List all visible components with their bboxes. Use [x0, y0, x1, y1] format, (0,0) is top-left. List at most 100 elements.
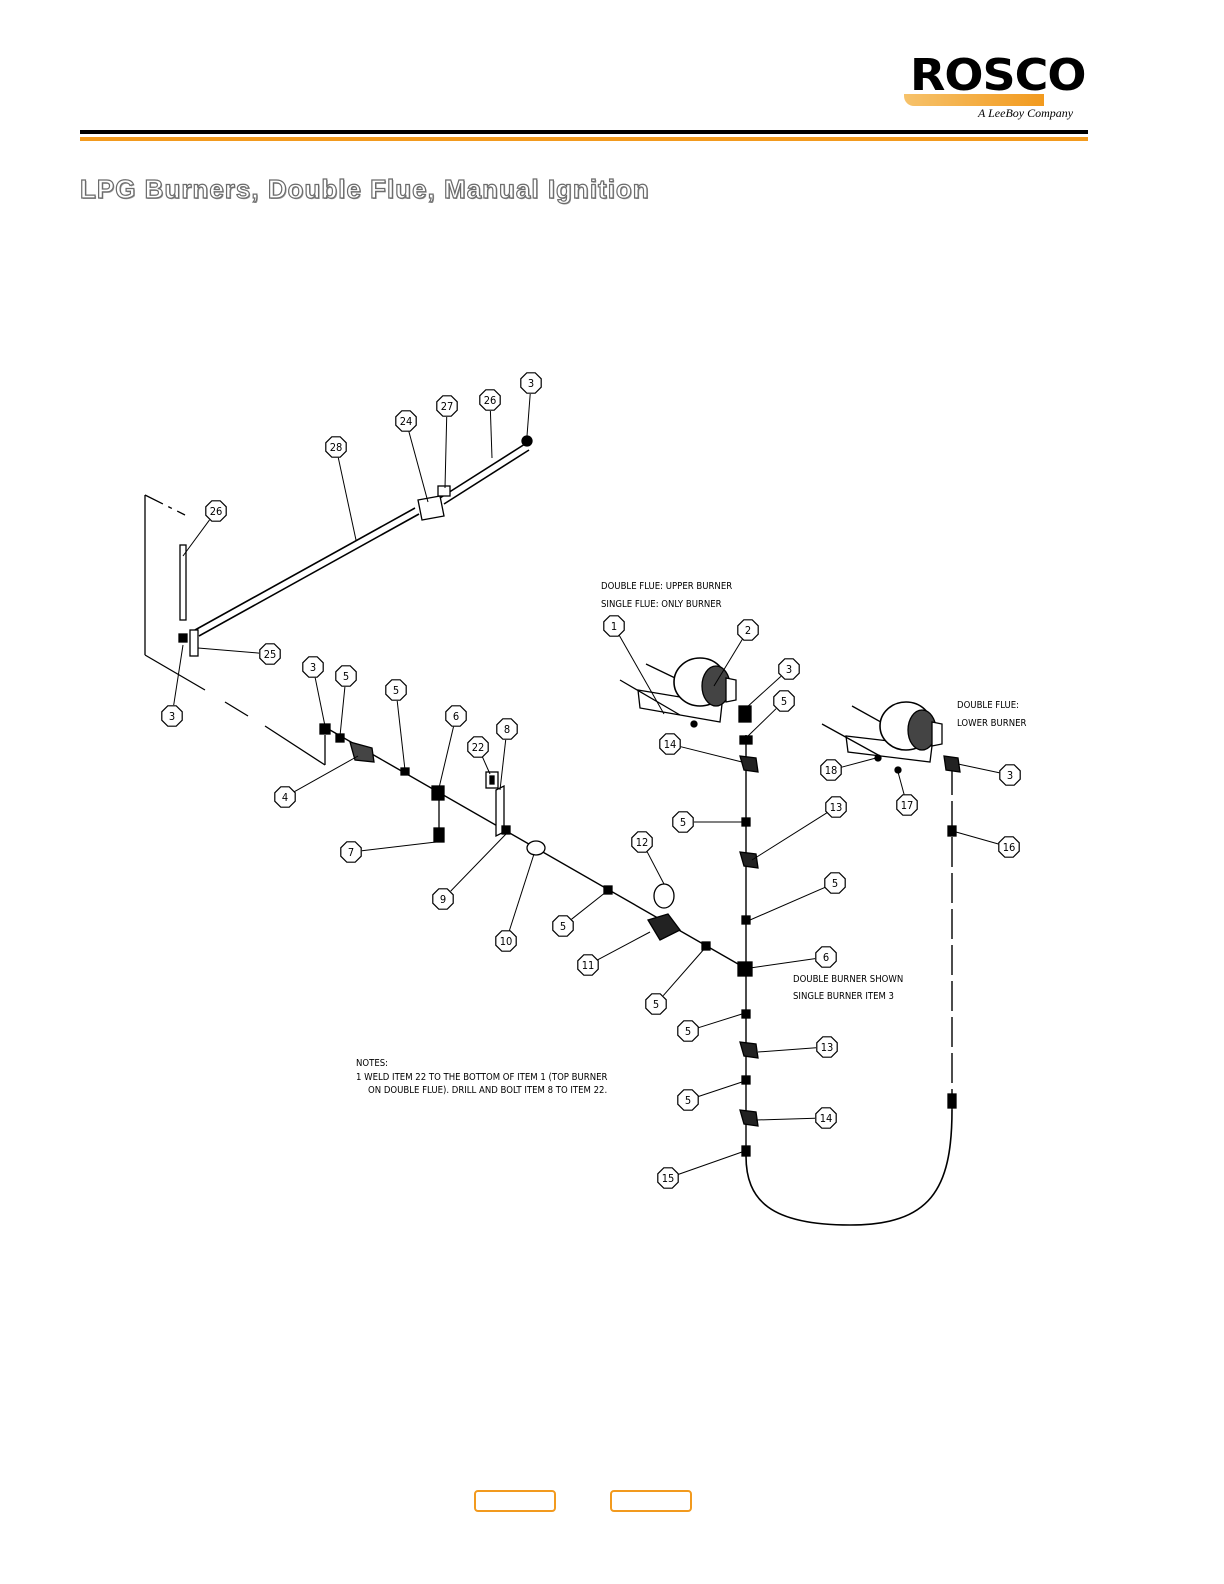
- callout-5: 5: [672, 811, 694, 833]
- callout-leader: [339, 686, 346, 737]
- callout-number: 15: [662, 1172, 675, 1185]
- callout-leader: [444, 416, 448, 489]
- previous-page-button[interactable]: [474, 1490, 556, 1512]
- callout-number: 5: [680, 816, 686, 829]
- callout-number: 3: [310, 661, 316, 674]
- lower-burner-label-1: DOUBLE FLUE:: [957, 700, 1019, 711]
- callout-balloon: [335, 665, 357, 687]
- callout-balloon: [432, 888, 454, 910]
- callout-leader: [678, 1151, 743, 1175]
- callout-number: 26: [210, 505, 223, 518]
- callout-balloon: [577, 954, 599, 976]
- callout-leader: [294, 755, 359, 793]
- callout-18: 18: [820, 759, 842, 781]
- lower-burner-label-2: LOWER BURNER: [957, 718, 1026, 729]
- callout-13: 13: [825, 796, 847, 818]
- callout-number: 5: [781, 695, 787, 708]
- callout-number: 3: [786, 663, 792, 676]
- callout-number: 3: [169, 710, 175, 723]
- callout-number: 3: [1007, 769, 1013, 782]
- callout-number: 17: [901, 799, 914, 812]
- callout-leader: [438, 726, 454, 789]
- callout-balloon: [773, 690, 795, 712]
- callout-2: 2: [737, 619, 759, 641]
- callout-22: 22: [467, 736, 489, 758]
- callout-balloon: [259, 643, 281, 665]
- callout-number: 18: [825, 764, 838, 777]
- callout-balloon: [672, 811, 694, 833]
- callout-balloon: [274, 786, 296, 808]
- callout-balloon: [825, 796, 847, 818]
- double-burner-label-2: SINGLE BURNER ITEM 3: [793, 991, 894, 1002]
- callout-27: 27: [436, 395, 458, 417]
- callout-leader: [698, 1013, 743, 1029]
- callout-balloon: [436, 395, 458, 417]
- callout-number: 5: [685, 1025, 691, 1038]
- callout-number: 5: [653, 998, 659, 1011]
- callout-number: 5: [393, 684, 399, 697]
- callout-number: 26: [484, 394, 497, 407]
- callout-15: 15: [657, 1167, 679, 1189]
- callout-number: 7: [348, 846, 354, 859]
- callout-balloon: [659, 733, 681, 755]
- callout-number: 13: [821, 1041, 834, 1054]
- callout-leader: [337, 457, 357, 541]
- callout-leader: [489, 410, 493, 459]
- callout-26: 26: [479, 389, 501, 411]
- callout-leader: [955, 831, 999, 845]
- upper-burner-label-2: SINGLE FLUE: ONLY BURNER: [601, 599, 722, 610]
- callout-balloon: [552, 915, 574, 937]
- callout-leader: [755, 1117, 816, 1121]
- callout-leader: [173, 644, 184, 706]
- notes-line-1: 1 WELD ITEM 22 TO THE BOTTOM OF ITEM 1 (…: [356, 1072, 608, 1083]
- callout-balloon: [999, 764, 1021, 786]
- callout-leader: [197, 647, 260, 654]
- callout-leader: [526, 393, 531, 437]
- callout-5: 5: [677, 1089, 699, 1111]
- callout-number: 24: [400, 415, 413, 428]
- callout-leader: [182, 519, 210, 557]
- lower-burner: [821, 701, 961, 774]
- callout-8: 8: [496, 718, 518, 740]
- callout-number: 1: [611, 620, 617, 633]
- callout-leader: [749, 886, 826, 921]
- callout-balloon: [677, 1089, 699, 1111]
- callout-leader: [841, 757, 877, 768]
- page-title: LPG Burners, Double Flue, Manual Ignitio…: [79, 173, 650, 204]
- callout-11: 11: [577, 954, 599, 976]
- callout-number: 14: [664, 738, 677, 751]
- callout-number: 9: [440, 893, 446, 906]
- callout-leader: [745, 676, 782, 709]
- callout-balloon: [778, 658, 800, 680]
- callout-leader: [747, 708, 777, 737]
- callout-6: 6: [815, 946, 837, 968]
- callout-leader: [314, 677, 326, 727]
- callout-number: 6: [453, 710, 459, 723]
- upper-burner: [619, 657, 752, 728]
- callout-1: 1: [603, 615, 625, 637]
- callout-balloon: [677, 1020, 699, 1042]
- callout-balloon: [824, 872, 846, 894]
- callout-number: 13: [830, 801, 843, 814]
- callout-13: 13: [816, 1036, 838, 1058]
- callout-28: 28: [325, 436, 347, 458]
- callout-number: 16: [1003, 841, 1016, 854]
- next-page-button[interactable]: [610, 1490, 692, 1512]
- company-logo: ROSCO A LeeBoy Company: [900, 48, 1087, 128]
- callout-balloon: [737, 619, 759, 641]
- callout-25: 25: [259, 643, 281, 665]
- callout-number: 25: [264, 648, 277, 661]
- callout-number: 22: [472, 741, 485, 754]
- callout-balloon: [395, 410, 417, 432]
- logo-wordmark: ROSCO: [910, 49, 1087, 101]
- callout-leader: [408, 431, 429, 503]
- callout-leader: [662, 947, 706, 997]
- callout-leader: [646, 851, 665, 885]
- callout-number: 4: [282, 791, 288, 804]
- callout-5: 5: [645, 993, 667, 1015]
- callout-number: 5: [343, 670, 349, 683]
- callout-leader: [597, 931, 651, 961]
- callout-leader: [361, 841, 437, 852]
- callout-5: 5: [773, 690, 795, 712]
